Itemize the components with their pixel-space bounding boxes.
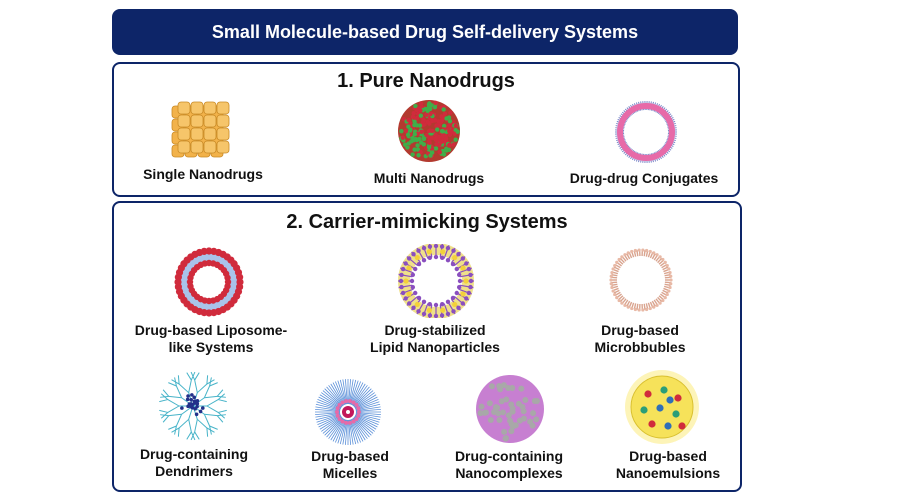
- liposome-like-label: Drug-based Liposome- like Systems: [134, 322, 288, 355]
- lipid-nanoparticles-label: Drug-stabilized Lipid Nanoparticles: [370, 322, 500, 355]
- mixed-sphere-icon: [392, 98, 466, 164]
- liposome-icon: [168, 246, 250, 318]
- nanoemulsions-label: Drug-based Nanoemulsions: [615, 448, 721, 481]
- dendrimers-label: Drug-containing Dendrimers: [139, 446, 249, 479]
- drug-drug-conjugates-label: Drug-drug Conjugates: [569, 170, 719, 186]
- nanoemulsion-icon: [620, 368, 704, 446]
- section2-heading: 2. Carrier-mimicking Systems: [286, 211, 568, 233]
- dendrimer-icon: [152, 370, 234, 442]
- single-nanodrugs-label: Single Nanodrugs: [143, 166, 263, 182]
- cube-cluster-icon: [166, 98, 238, 160]
- lipid-nanoparticle-icon: [394, 244, 478, 318]
- multi-nanodrugs-label: Multi Nanodrugs: [373, 170, 485, 186]
- micelles-label: Drug-based Micelles: [311, 448, 389, 481]
- bilayer-ring-icon: [608, 100, 684, 164]
- microbubbles-label: Drug-based Microbbubles: [594, 322, 686, 355]
- microbubble-icon: [606, 248, 676, 312]
- nanocomplex-icon: [470, 372, 550, 446]
- micelle-icon: [310, 376, 386, 448]
- diagram-title: Small Molecule-based Drug Self-delivery …: [112, 9, 738, 55]
- section1-heading: 1. Pure Nanodrugs: [337, 70, 515, 92]
- nanocomplexes-label: Drug-containing Nanocomplexes: [454, 448, 564, 481]
